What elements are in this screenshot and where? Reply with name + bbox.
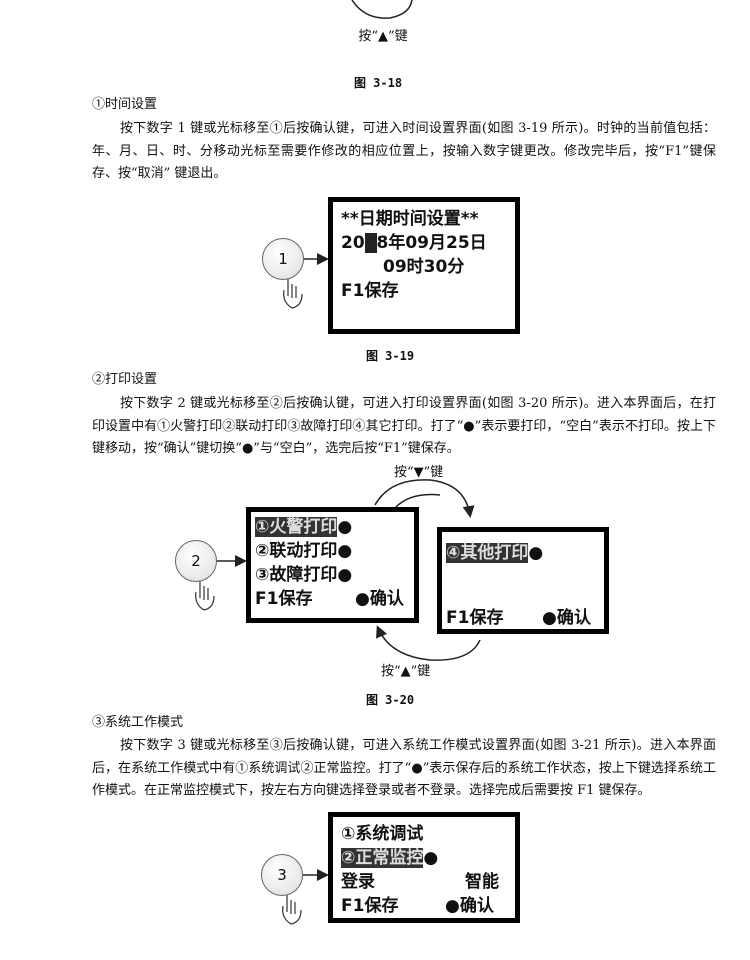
print-mark: ●: [337, 541, 353, 561]
curved-arrow-top: [351, 0, 413, 19]
up-key-label-top: 按“▲”键: [358, 29, 408, 44]
date-text: 8年09月25日: [376, 233, 487, 253]
confirm-line: ●确认: [355, 589, 404, 609]
section-heading: ③系统工作模式: [92, 715, 184, 730]
mode-mark: ●: [423, 848, 439, 868]
confirm-line: ●确认: [445, 896, 494, 916]
curved-arrow-up: [376, 625, 481, 661]
date-line: 2018年09月25日: [341, 232, 487, 254]
login-option: 登录: [341, 872, 375, 892]
print-item: ②联动打印●: [255, 540, 352, 562]
section-heading: ①时间设置: [92, 97, 158, 112]
lcd-screen-print-page2: ④其他打印● F1保存 ●确认: [437, 527, 609, 634]
section-heading: ②打印设置: [92, 372, 158, 387]
print-item: ④其他打印●: [446, 542, 543, 564]
number-button-3: 3: [261, 854, 303, 896]
mode-item: ①系统调试: [341, 824, 424, 844]
smart-option: 智能: [465, 872, 499, 892]
screen-title: **日期时间设置**: [341, 209, 479, 229]
lcd-screen-work-mode: ①系统调试 ②正常监控● 登录 智能 F1保存 ●确认: [328, 812, 520, 923]
hand-icon-3: [282, 892, 302, 925]
save-line: F1保存: [341, 281, 399, 301]
print-item: ①火警打印●: [255, 516, 352, 538]
print-item-label: ①火警打印: [255, 517, 338, 537]
print-item: ③故障打印●: [255, 564, 352, 586]
print-item-label: ③故障打印: [255, 565, 338, 585]
hand-icon-2: [195, 578, 215, 611]
figure-caption: 图 3-18: [353, 76, 403, 90]
paragraph: 按下数字 1 键或光标移至①后按确认键，可进入时间设置界面(如图 3-19 所示…: [92, 121, 716, 181]
save-line: F1保存: [341, 896, 399, 916]
lcd-screen-print-page1: ①火警打印● ②联动打印● ③故障打印● F1保存 ●确认: [246, 507, 419, 623]
save-line: F1保存: [255, 589, 313, 609]
figure-caption: 图 3-20: [365, 693, 415, 707]
figure-caption: 图 3-19: [365, 349, 415, 363]
curved-arrow-down: [374, 479, 475, 518]
print-mark: ●: [528, 543, 544, 563]
lcd-screen-datetime: **日期时间设置** 2018年09月25日 09时30分 F1保存: [328, 197, 520, 334]
date-text: 20: [341, 233, 365, 253]
up-key-label: 按“▲”键: [381, 664, 431, 679]
down-key-label: 按“▼”键: [394, 465, 444, 480]
mode-item: ②正常监控●: [341, 847, 438, 869]
save-line: F1保存: [446, 608, 504, 628]
cursor: 1: [364, 233, 377, 253]
curved-arrow-down-inner: [394, 493, 441, 509]
paragraph: 按下数字 2 键或光标移至②后按确认键，可进入打印设置界面(如图 3-20 所示…: [92, 396, 716, 456]
print-mark: ●: [337, 517, 353, 537]
paragraph: 按下数字 3 键或光标移至③后按确认键，可进入系统工作模式设置界面(如图 3-2…: [92, 738, 716, 798]
print-mark: ●: [337, 565, 353, 585]
confirm-line: ●确认: [542, 608, 591, 628]
number-button-2: 2: [175, 540, 217, 582]
time-line: 09时30分: [383, 257, 465, 277]
print-item-label: ②联动打印: [255, 541, 338, 561]
hand-icon-1: [283, 276, 303, 309]
print-item-label: ④其他打印: [446, 543, 529, 563]
number-button-1: 1: [262, 238, 304, 280]
mode-item-label: ②正常监控: [341, 848, 424, 868]
